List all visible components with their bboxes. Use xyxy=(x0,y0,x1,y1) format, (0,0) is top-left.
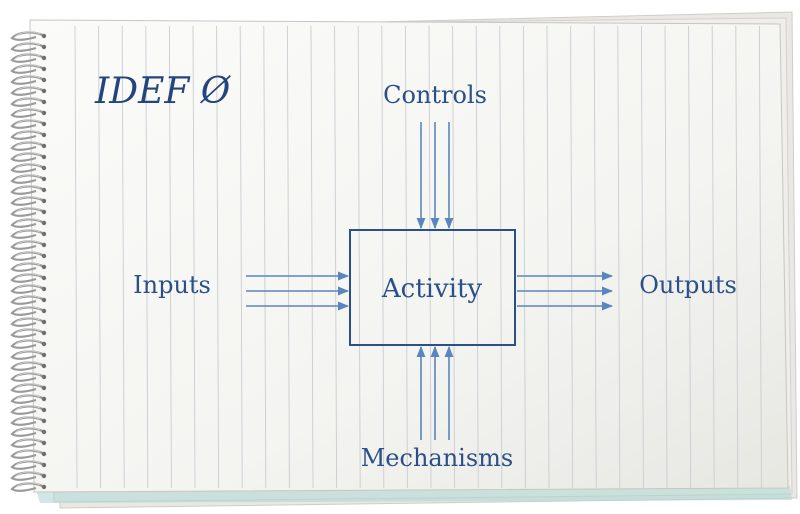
controls-label: Controls xyxy=(383,81,487,109)
spiral-ring xyxy=(10,284,47,294)
activity-label: Activity xyxy=(381,274,483,304)
output-arrows xyxy=(517,271,614,311)
spiral-ring xyxy=(10,262,47,272)
ruled-line xyxy=(286,25,290,489)
spiral-binding xyxy=(10,31,47,492)
spiral-ring xyxy=(10,42,47,52)
inputs-label: Inputs xyxy=(133,271,211,299)
spiral-ring xyxy=(10,295,47,305)
ruled-line xyxy=(381,25,385,489)
spiral-ring xyxy=(10,317,47,327)
spiral-ring xyxy=(10,64,47,74)
spiral-ring xyxy=(10,185,47,195)
ruled-line xyxy=(758,25,762,489)
ruled-line xyxy=(263,25,267,489)
spiral-ring xyxy=(10,471,47,481)
spiral-ring xyxy=(10,218,47,228)
spiral-ring xyxy=(10,306,47,316)
ruled-lines xyxy=(74,25,762,489)
spiral-ring xyxy=(10,273,47,283)
ruled-line xyxy=(640,25,644,489)
ruled-line xyxy=(688,25,692,489)
outputs-label: Outputs xyxy=(639,271,737,299)
spiral-ring xyxy=(10,383,47,393)
ruled-line xyxy=(735,25,739,489)
spiral-ring xyxy=(10,141,47,151)
spiral-ring xyxy=(10,251,47,261)
spiral-ring xyxy=(10,460,47,470)
mechanisms-label: Mechanisms xyxy=(361,444,514,472)
spiral-ring xyxy=(10,328,47,338)
spiral-ring xyxy=(10,86,47,96)
spiral-ring xyxy=(10,163,47,173)
ruled-line xyxy=(145,25,149,489)
ruled-line xyxy=(570,25,574,489)
ruled-line xyxy=(428,25,432,489)
spiral-ring xyxy=(10,240,47,250)
ruled-line xyxy=(593,25,597,489)
spiral-ring xyxy=(10,229,47,239)
ruled-line xyxy=(711,25,715,489)
ruled-line xyxy=(664,25,668,489)
spiral-ring xyxy=(10,405,47,415)
spiral-ring xyxy=(10,119,47,129)
control-arrows xyxy=(416,122,454,230)
spiral-ring xyxy=(10,482,47,492)
spiral-ring xyxy=(10,339,47,349)
spiral-ring xyxy=(10,174,47,184)
spiral-ring xyxy=(10,207,47,217)
ruled-line xyxy=(216,25,220,489)
spiral-ring xyxy=(10,75,47,85)
spiral-ring xyxy=(10,372,47,382)
spiral-ring xyxy=(10,449,47,459)
spiral-ring xyxy=(10,196,47,206)
mechanism-arrows xyxy=(416,345,454,440)
ruled-line xyxy=(98,25,102,489)
spiral-ring xyxy=(10,394,47,404)
ruled-line xyxy=(192,25,196,489)
spiral-ring xyxy=(10,152,47,162)
spiral-ring xyxy=(10,416,47,426)
spiral-ring xyxy=(10,130,47,140)
spiral-ring xyxy=(10,427,47,437)
spiral-ring xyxy=(10,361,47,371)
spiral-ring xyxy=(10,53,47,63)
ruled-line xyxy=(522,25,526,489)
ruled-line xyxy=(121,25,125,489)
spiral-ring xyxy=(10,350,47,360)
spiral-ring xyxy=(10,97,47,107)
diagram-title: IDEF Ø xyxy=(94,71,232,112)
ruled-line xyxy=(357,25,361,489)
ruled-line xyxy=(168,25,172,489)
ruled-line xyxy=(310,25,314,489)
ruled-line xyxy=(617,25,621,489)
activity-box: Activity xyxy=(349,229,516,346)
ruled-line xyxy=(239,25,243,489)
ruled-line xyxy=(404,25,408,489)
ruled-line xyxy=(475,25,479,489)
spiral-ring xyxy=(10,438,47,448)
notebook-page xyxy=(29,19,789,493)
ruled-line xyxy=(546,25,550,489)
ruled-line xyxy=(452,25,456,489)
ruled-line xyxy=(74,25,78,489)
input-arrows xyxy=(246,271,350,311)
spiral-ring xyxy=(10,108,47,118)
ruled-line xyxy=(499,25,503,489)
ruled-line xyxy=(334,25,338,489)
spiral-ring xyxy=(10,31,47,41)
